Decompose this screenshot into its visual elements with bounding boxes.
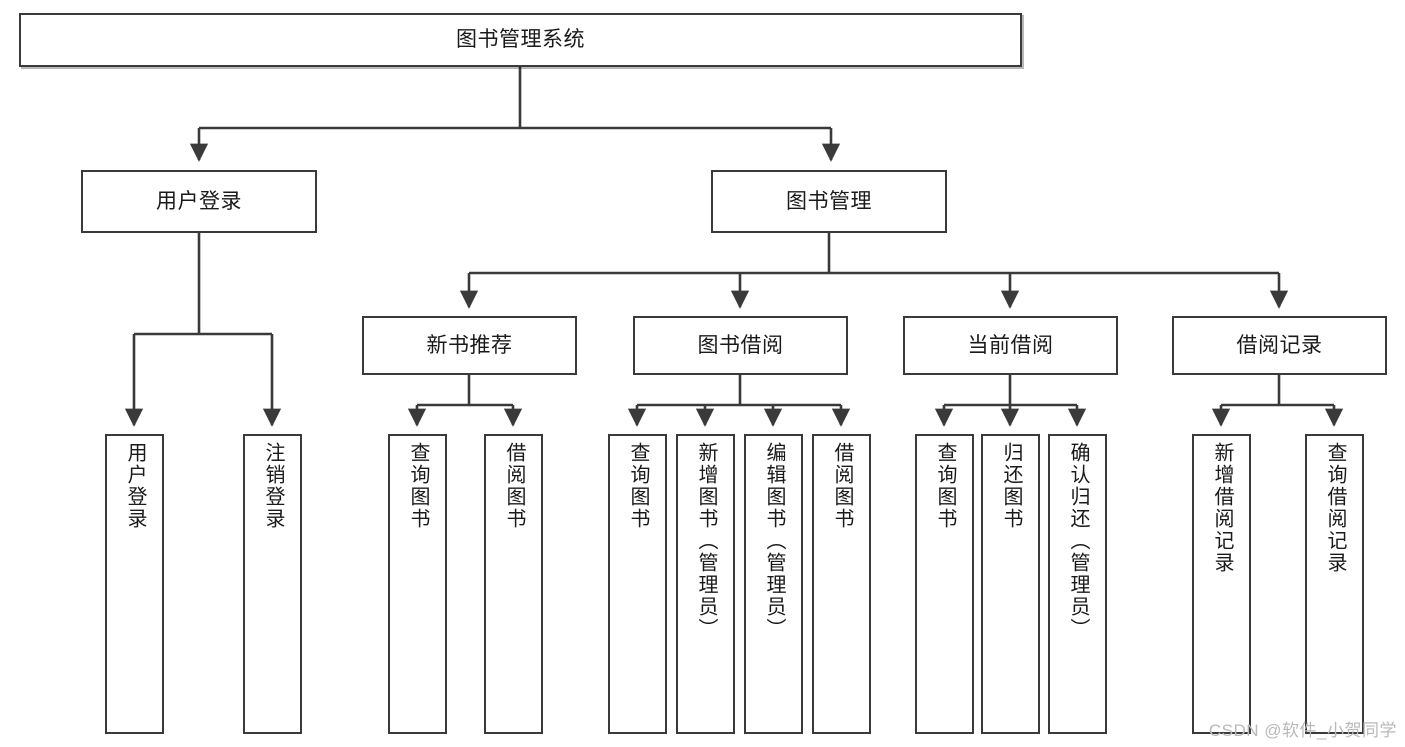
- node-leaf-label: 借阅图书: [831, 442, 853, 530]
- node-leaf-label: 归还图书: [1000, 442, 1022, 530]
- node-user-login-label: 用户登录: [156, 189, 242, 213]
- node-leaf-borrow-book-rec[interactable]: 借阅图书: [484, 434, 543, 734]
- node-leaf-label: 查询借阅记录: [1324, 442, 1346, 574]
- node-current-borrow[interactable]: 当前借阅: [903, 316, 1118, 375]
- node-root-label: 图书管理系统: [456, 28, 585, 52]
- node-book-manage-label: 图书管理: [786, 189, 872, 213]
- node-leaf-label: 查询图书: [627, 442, 649, 530]
- node-leaf-label: 查询图书: [407, 442, 429, 530]
- node-leaf-label: 新增借阅记录: [1211, 442, 1233, 574]
- node-leaf-add-record[interactable]: 新增借阅记录: [1192, 434, 1251, 734]
- node-borrow-record[interactable]: 借阅记录: [1172, 316, 1387, 375]
- node-leaf-query-book-rec[interactable]: 查询图书: [388, 434, 447, 734]
- node-root[interactable]: 图书管理系统: [19, 13, 1022, 67]
- node-leaf-user-login[interactable]: 用户登录: [105, 434, 164, 734]
- node-leaf-label: 确认归还（管理员）: [1067, 442, 1089, 640]
- node-borrow-record-label: 借阅记录: [1236, 333, 1323, 357]
- node-leaf-label: 编辑图书（管理员）: [763, 442, 785, 640]
- node-leaf-add-book[interactable]: 新增图书（管理员）: [676, 434, 735, 734]
- node-current-borrow-label: 当前借阅: [967, 333, 1054, 357]
- node-leaf-label: 查询图书: [934, 442, 956, 530]
- node-leaf-label: 新增图书（管理员）: [695, 442, 717, 640]
- node-leaf-label: 借阅图书: [503, 442, 525, 530]
- node-leaf-logout[interactable]: 注销登录: [243, 434, 302, 734]
- node-new-book-rec[interactable]: 新书推荐: [362, 316, 577, 375]
- node-leaf-borrow-book[interactable]: 借阅图书: [812, 434, 871, 734]
- node-leaf-label: 用户登录: [124, 442, 146, 530]
- node-leaf-edit-book[interactable]: 编辑图书（管理员）: [744, 434, 803, 734]
- node-user-login[interactable]: 用户登录: [81, 170, 317, 233]
- node-leaf-query-record[interactable]: 查询借阅记录: [1305, 434, 1364, 734]
- watermark: CSDN @软件_小贺同学: [1208, 721, 1397, 740]
- node-book-borrow-label: 图书借阅: [697, 333, 784, 357]
- node-leaf-label: 注销登录: [262, 442, 284, 530]
- node-leaf-query-book-cur[interactable]: 查询图书: [915, 434, 974, 734]
- node-leaf-return-book[interactable]: 归还图书: [981, 434, 1040, 734]
- node-book-borrow[interactable]: 图书借阅: [633, 316, 848, 375]
- node-leaf-query-book-borrow[interactable]: 查询图书: [608, 434, 667, 734]
- node-new-book-rec-label: 新书推荐: [426, 333, 513, 357]
- node-book-manage[interactable]: 图书管理: [711, 170, 947, 233]
- node-leaf-confirm-return[interactable]: 确认归还（管理员）: [1048, 434, 1107, 734]
